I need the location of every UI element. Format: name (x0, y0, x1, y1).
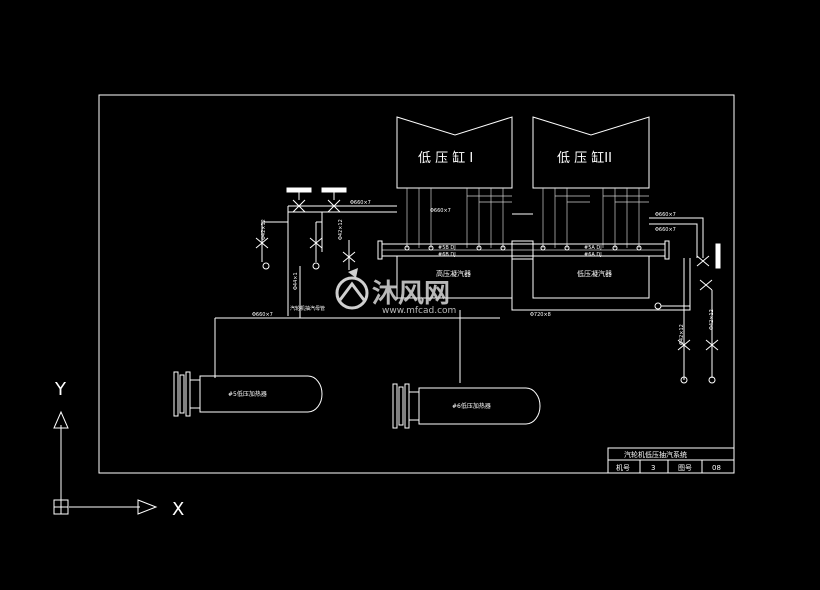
heater-5-label: #5低压加热器 (228, 390, 267, 398)
drawing-frame (98, 94, 735, 474)
valve-group-right (654, 243, 721, 384)
heater-6: #6低压加热器 (392, 383, 541, 429)
pipe-label-p2: Φ660×7 (430, 208, 451, 214)
dj-label-2: #5A DJ (584, 245, 602, 251)
pipe-label-v3: Φ42×12 (679, 324, 685, 345)
lp-cylinder-1: 低 压 缸 I (396, 116, 513, 189)
title-block-drawing-label: 图号 (678, 464, 692, 472)
pipe-label-p1: Φ660×7 (350, 200, 371, 206)
extraction-lines (406, 188, 649, 248)
pipe-label-p4: Φ660×7 (655, 227, 676, 233)
condenser-heater-bar: #5B DJ #6B DJ #5A DJ #6A DJ (377, 240, 670, 260)
watermark-brand: 沐风网 (372, 279, 450, 309)
lp-condenser: 低压凝汽器 (532, 255, 650, 299)
title-block: 汽轮机低压抽汽系统 机号 3 图号 08 (607, 447, 735, 474)
lp-cylinder-2: 低 压 缸II (532, 116, 650, 189)
title-block-machine-value: 3 (651, 464, 655, 472)
y-axis-label: Y (54, 379, 67, 400)
heater-6-label: #6低压加热器 (452, 402, 491, 410)
lp-cylinder-2-label: 低 压 缸II (557, 150, 612, 166)
pipe-label-v1: Φ42×12 (261, 219, 267, 240)
pipe-note-1: 汽轮机抽汽母管 (290, 305, 325, 312)
dj-label-4: #6A DJ (584, 252, 602, 258)
heater-5: #5低压加热器 (173, 371, 323, 417)
watermark-logo-icon (335, 268, 369, 310)
pipe-label-v2: Φ42×12 (338, 219, 344, 240)
title-block-machine-label: 机号 (616, 463, 630, 472)
watermark-url: www.mfcad.com (382, 306, 456, 316)
lp-cylinder-1-label: 低 压 缸 I (418, 150, 473, 166)
ucs-axis-icon (53, 410, 158, 515)
extraction-piping (214, 205, 704, 383)
lp-condenser-label: 低压凝汽器 (577, 269, 612, 278)
pipe-label-p3: Φ660×7 (655, 212, 676, 218)
valve-group-left (255, 187, 356, 270)
watermark: 沐风网 www.mfcad.com (335, 268, 456, 316)
dj-label-1: #5B DJ (438, 245, 456, 251)
title-block-drawing-value: 08 (712, 464, 721, 472)
title-block-title: 汽轮机低压抽汽系统 (624, 450, 687, 459)
hp-condenser-label: 高压凝汽器 (436, 269, 471, 278)
dj-label-3: #6B DJ (438, 252, 456, 258)
pipe-label-v5: Φ44×1 (293, 272, 299, 290)
x-axis-label: X (172, 499, 184, 520)
pipe-label-p5: Φ660×7 (252, 312, 273, 318)
pipe-label-p6: Φ720×8 (530, 312, 551, 318)
